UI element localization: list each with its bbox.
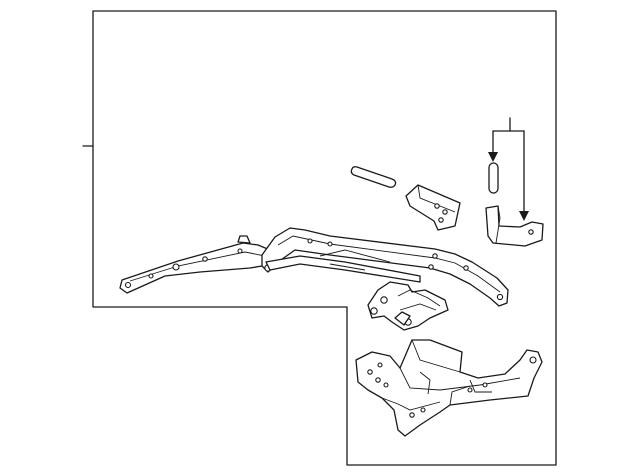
small-bracket [485, 205, 544, 247]
callout-boundary [92, 10, 557, 466]
lower-frame [355, 339, 543, 437]
latch-assembly [367, 281, 449, 331]
spring [488, 162, 499, 194]
pointer-arrows [488, 117, 529, 221]
pin [350, 166, 397, 188]
hinge-arm [119, 227, 509, 307]
bracket [405, 184, 461, 231]
